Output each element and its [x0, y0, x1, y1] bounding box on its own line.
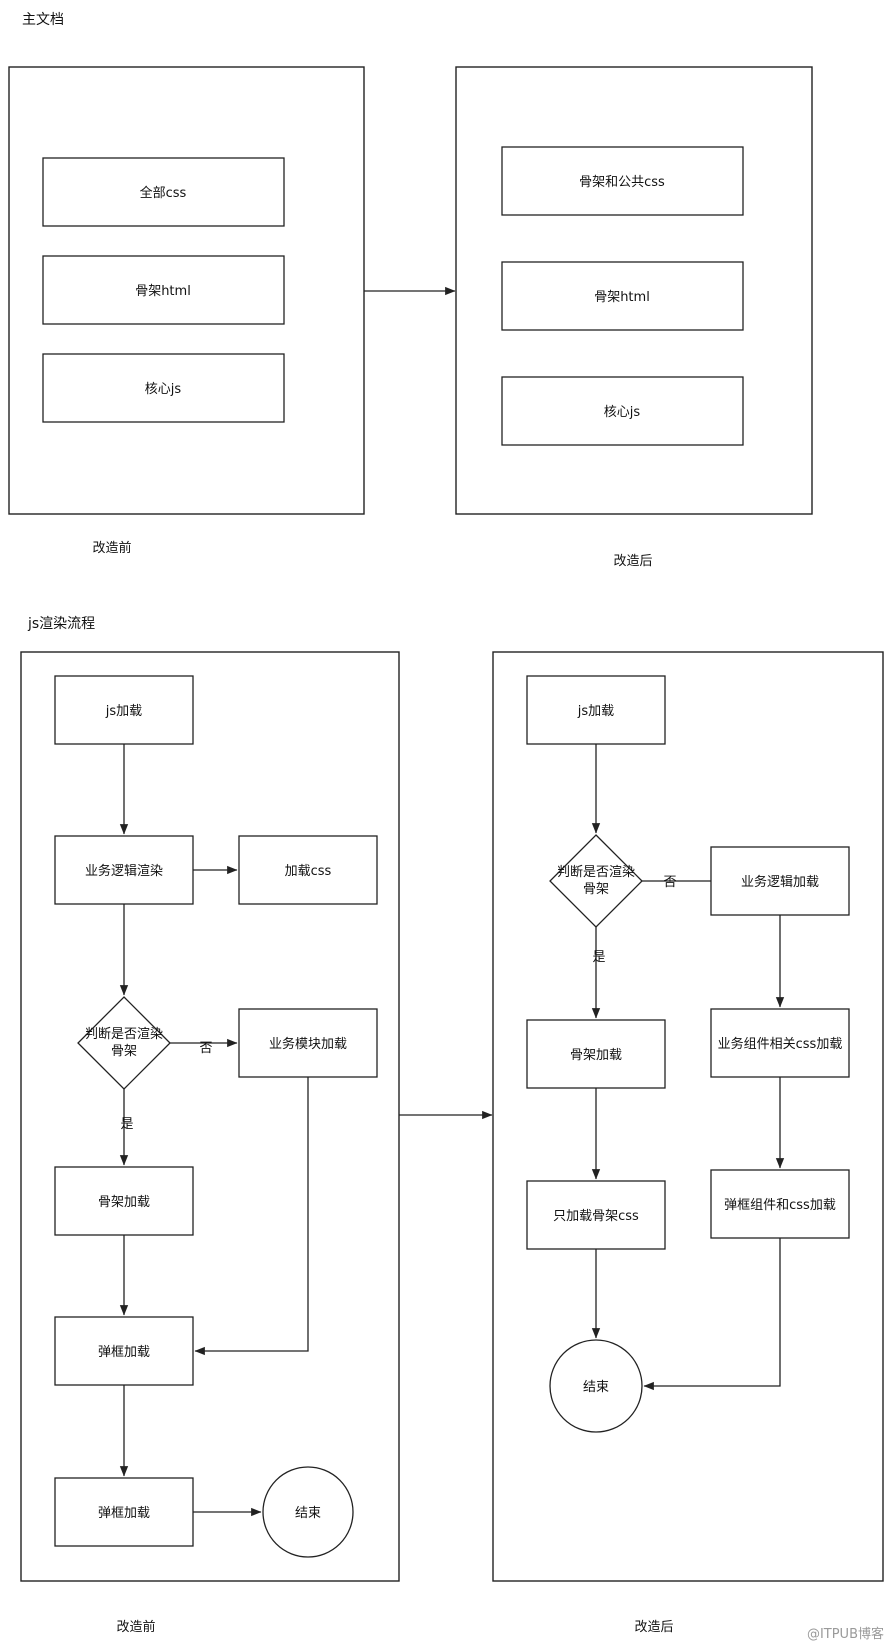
- flow-before-frame: [20, 651, 400, 1582]
- watermark: @ITPUB博客: [807, 1626, 884, 1642]
- fa-biz-component-css-label: 业务组件相关css加载: [718, 1036, 843, 1052]
- fa-end: 结束: [549, 1339, 643, 1433]
- fa-yes-label: 是: [592, 950, 605, 965]
- doc-before-item-css-label: 全部css: [140, 185, 187, 201]
- doc-before-item-css: 全部css: [42, 157, 285, 227]
- doc-before-item-js-label: 核心js: [145, 382, 182, 397]
- flow-after-frame: [492, 651, 884, 1582]
- doc-after-caption: 改造后: [613, 554, 652, 569]
- fa-biz-component-css: 业务组件相关css加载: [710, 1008, 850, 1078]
- fb-popup-load-1: 弹框加载: [54, 1316, 194, 1386]
- fb-no-label: 否: [199, 1041, 212, 1056]
- doc-after-item-css: 骨架和公共css: [501, 146, 744, 216]
- fb-biz-render: 业务逻辑渲染: [54, 835, 194, 905]
- fa-decision: 判断是否渲染 骨架: [549, 834, 643, 928]
- fb-popup-load-2: 弹框加载: [54, 1477, 194, 1547]
- fb-decision-label-2: 骨架: [111, 1044, 137, 1059]
- fb-skeleton-load: 骨架加载: [54, 1166, 194, 1236]
- fb-load-css: 加载css: [238, 835, 378, 905]
- fb-skeleton-load-label: 骨架加载: [98, 1195, 150, 1210]
- doc-after-frame: [455, 66, 813, 515]
- fa-edge-popup-to-end: [643, 1238, 781, 1391]
- fb-biz-module-label: 业务模块加载: [269, 1036, 347, 1052]
- doc-before-item-js: 核心js: [42, 353, 285, 423]
- fb-biz-module: 业务模块加载: [238, 1008, 378, 1078]
- fa-biz-logic-load-label: 业务逻辑加载: [741, 874, 819, 890]
- fa-decision-label-1: 判断是否渲染: [557, 865, 635, 880]
- doc-after-item-css-label: 骨架和公共css: [579, 175, 665, 190]
- fb-js-load: js加载: [54, 675, 194, 745]
- flow-after-caption: 改造后: [634, 1620, 673, 1635]
- doc-before-caption: 改造前: [92, 540, 131, 556]
- fb-biz-render-label: 业务逻辑渲染: [85, 863, 163, 879]
- fb-edge-module-to-popup: [194, 1077, 309, 1356]
- fa-popup-component-css: 弹框组件和css加载: [710, 1169, 850, 1239]
- doc-after-item-js: 核心js: [501, 376, 744, 446]
- fb-js-load-label: js加载: [105, 704, 142, 719]
- doc-after-item-html-label: 骨架html: [594, 290, 650, 305]
- doc-before-item-html-label: 骨架html: [135, 284, 191, 299]
- fb-popup-load-1-label: 弹框加载: [98, 1345, 150, 1360]
- flow-before-caption: 改造前: [116, 1619, 155, 1635]
- fb-decision-label-1: 判断是否渲染: [85, 1027, 163, 1042]
- fb-popup-load-2-label: 弹框加载: [98, 1506, 150, 1521]
- fb-end: 结束: [262, 1466, 354, 1558]
- fa-only-skeleton-css-label: 只加载骨架css: [553, 1209, 639, 1224]
- fa-popup-component-css-label: 弹框组件和css加载: [724, 1198, 836, 1213]
- fb-load-css-label: 加载css: [285, 864, 332, 879]
- doc-after-item-js-label: 核心js: [604, 405, 641, 420]
- fa-decision-label-2: 骨架: [583, 882, 609, 897]
- fa-js-load: js加载: [526, 675, 666, 745]
- fb-decision: 判断是否渲染 骨架: [77, 996, 171, 1090]
- fa-end-label: 结束: [583, 1380, 609, 1395]
- doc-before-item-html: 骨架html: [42, 255, 285, 325]
- fa-biz-logic-load: 业务逻辑加载: [710, 846, 850, 916]
- fa-js-load-label: js加载: [577, 704, 614, 719]
- fa-skeleton-load: 骨架加载: [526, 1019, 666, 1089]
- fa-skeleton-load-label: 骨架加载: [570, 1048, 622, 1063]
- fb-end-label: 结束: [295, 1506, 321, 1521]
- doc-after-item-html: 骨架html: [501, 261, 744, 331]
- fa-only-skeleton-css: 只加载骨架css: [526, 1180, 666, 1250]
- fa-no-label: 否: [663, 875, 676, 890]
- main-doc-title: 主文档: [22, 12, 64, 28]
- js-render-title: js渲染流程: [27, 616, 95, 632]
- fb-yes-label: 是: [120, 1117, 133, 1132]
